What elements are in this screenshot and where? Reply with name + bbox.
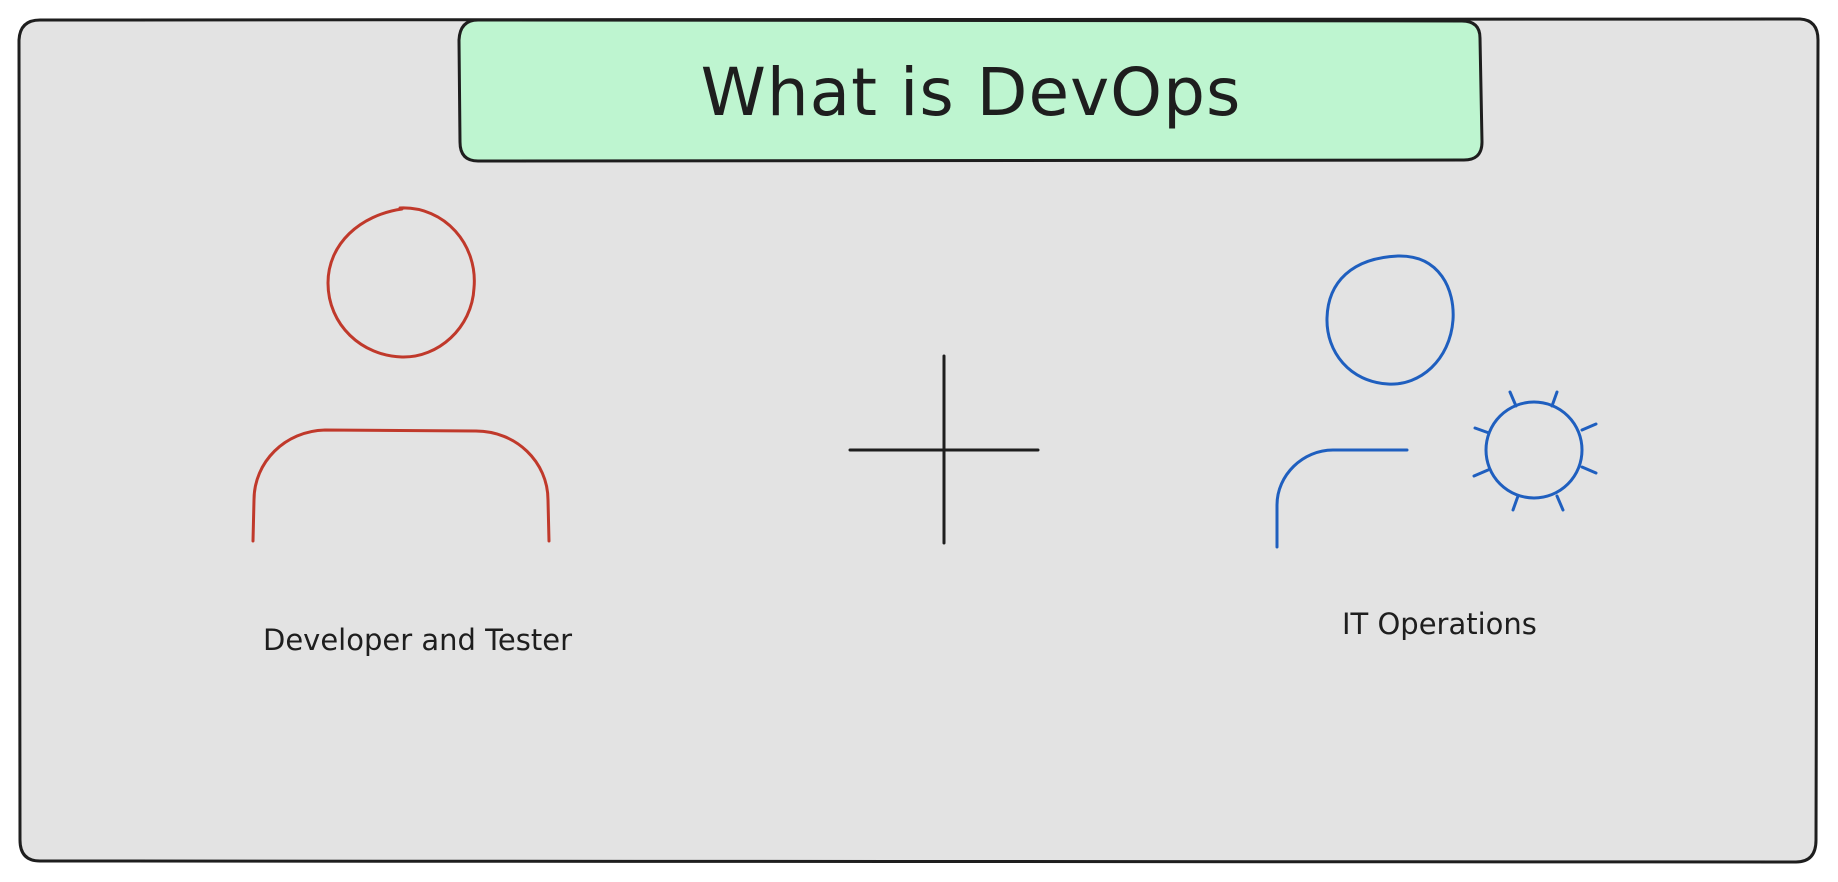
title-box — [457, 18, 1484, 163]
node-label-developer: Developer and Tester — [263, 623, 573, 657]
developer-person-icon — [251, 206, 551, 543]
operations-person-gear-icon — [1275, 254, 1598, 549]
node-label-operations: IT Operations — [1342, 607, 1537, 641]
plus-icon — [848, 354, 1040, 545]
diagram-title: What is DevOps — [700, 53, 1242, 131]
